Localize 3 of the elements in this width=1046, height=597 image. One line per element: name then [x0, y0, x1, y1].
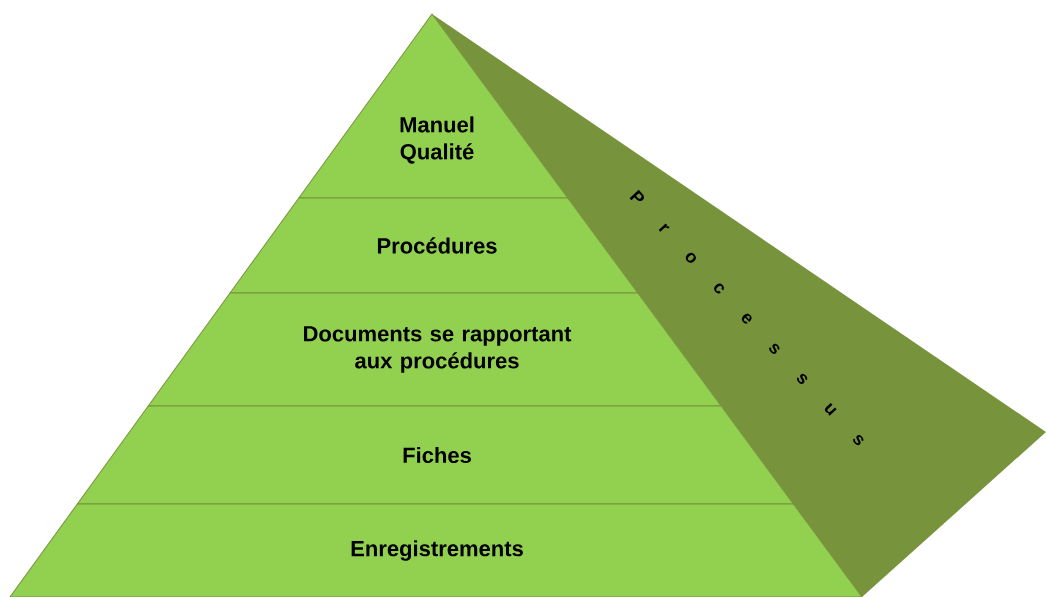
pyramid-tier: Manuel Qualité	[298, 13, 569, 199]
pyramid-tier: Enregistrements	[9, 503, 863, 597]
pyramid-tier: Fiches	[76, 405, 794, 505]
